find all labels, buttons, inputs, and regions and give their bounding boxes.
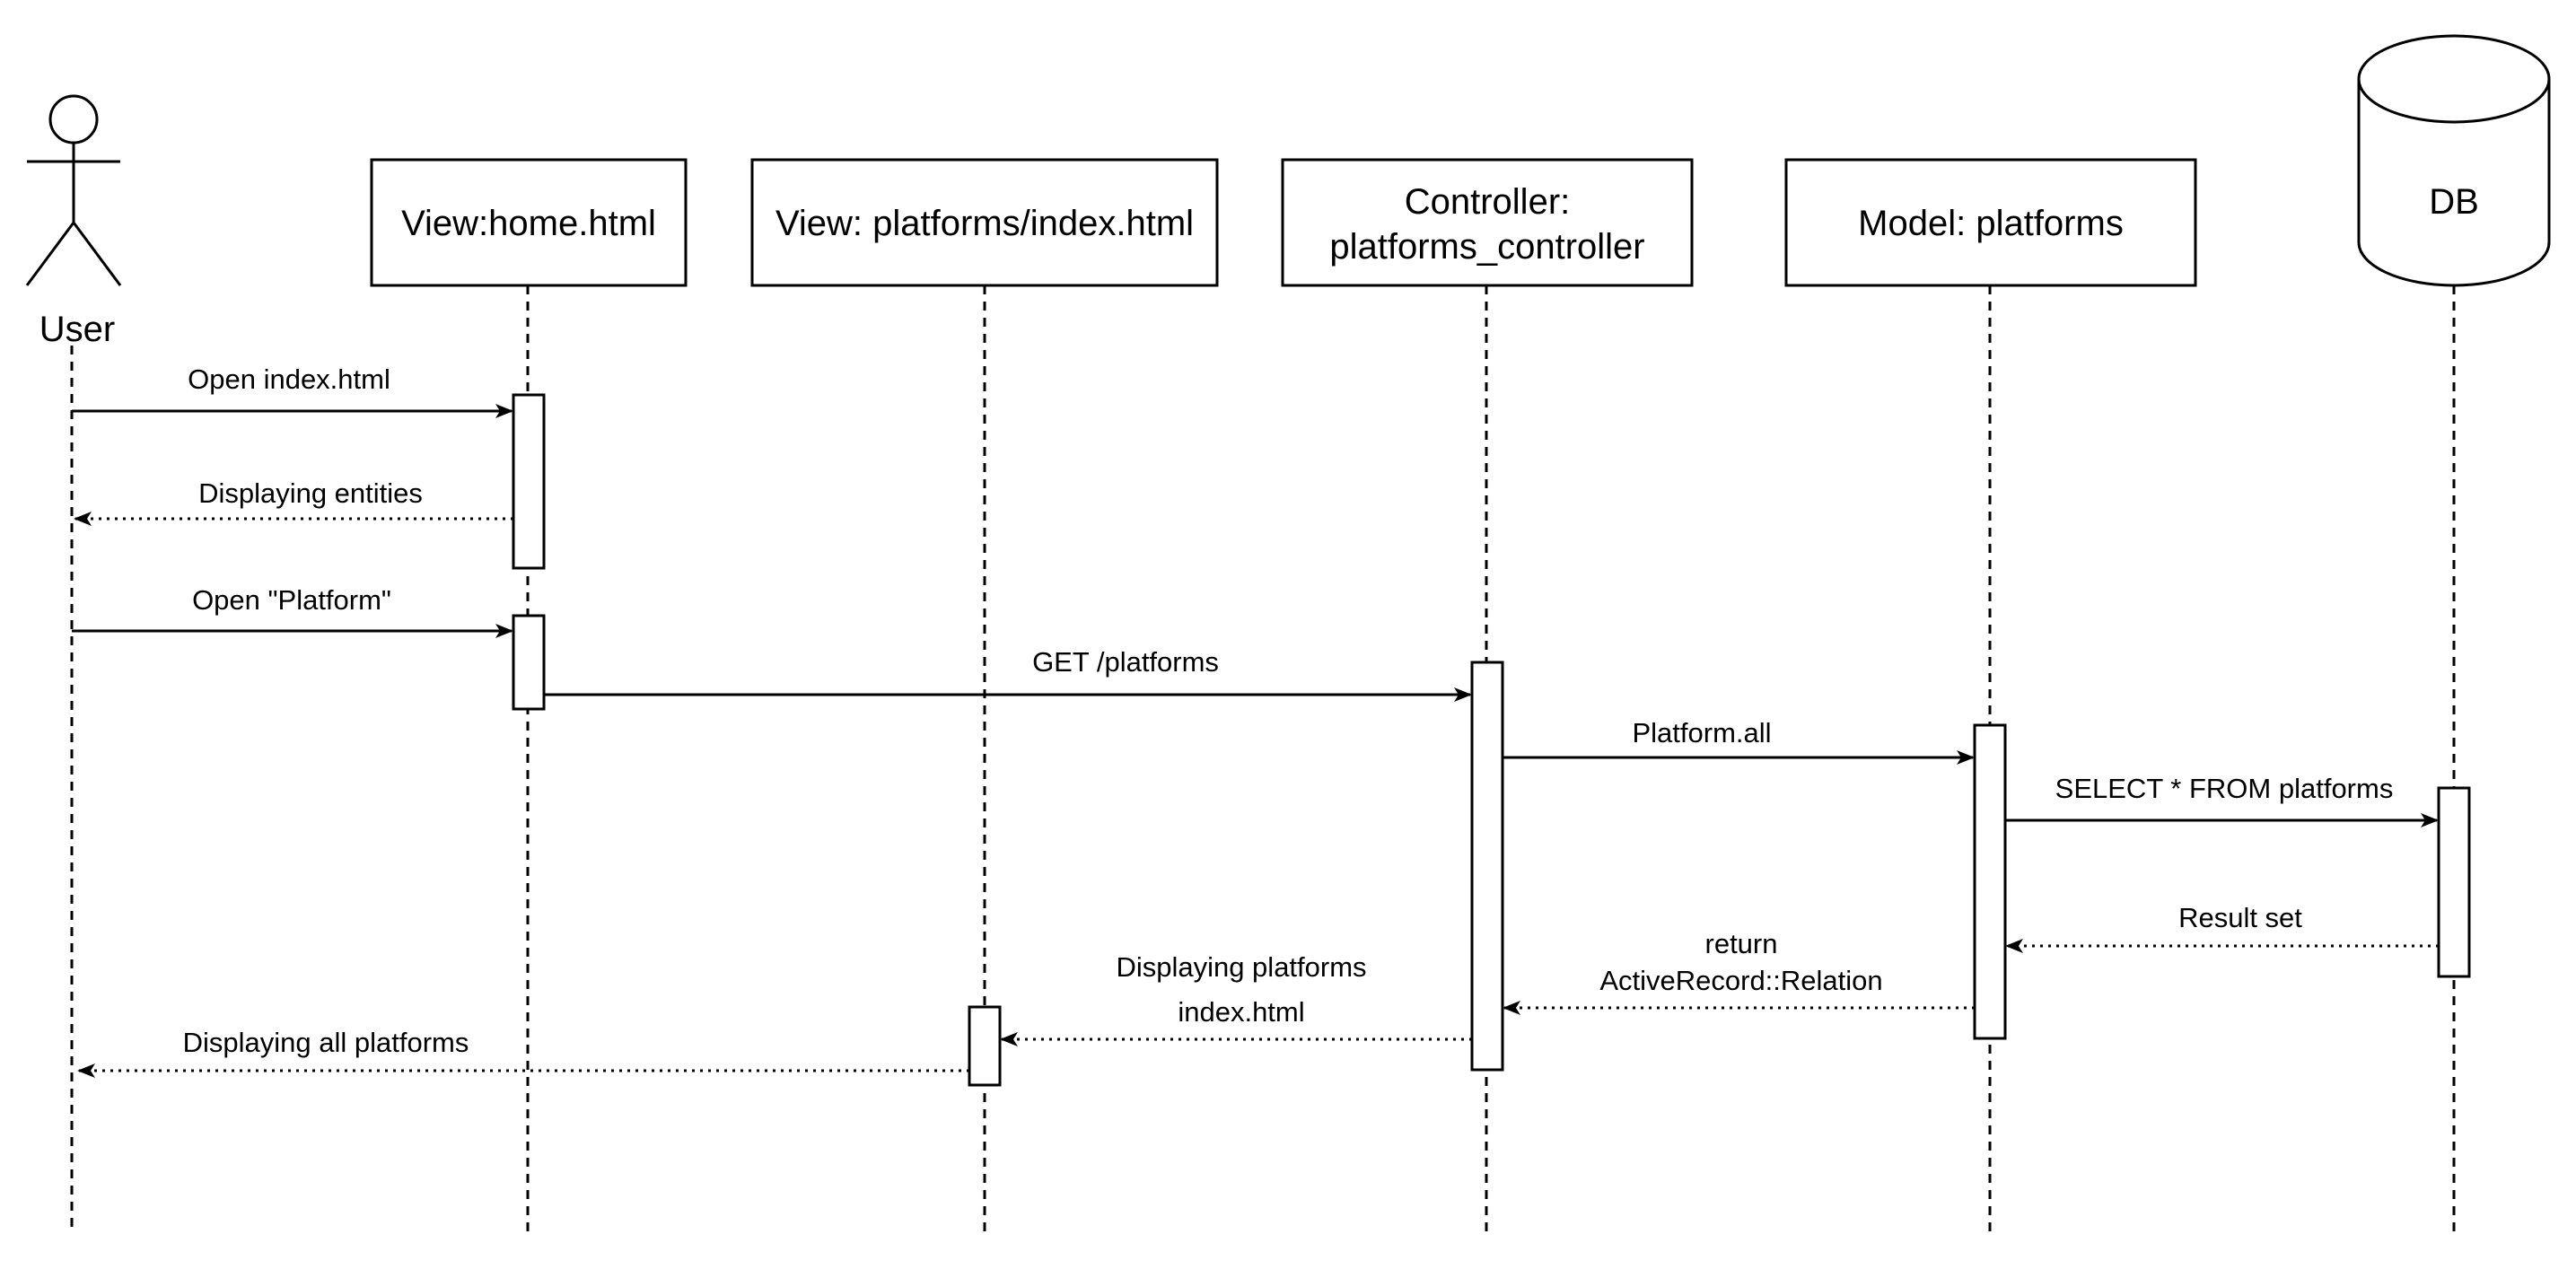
message-select-query: SELECT * FROM platforms xyxy=(2005,773,2439,827)
message-displaying-platforms: Displaying platforms index.html xyxy=(1000,951,1472,1046)
participant-model-label: Model: platforms xyxy=(1858,204,2124,243)
messages: Open index.html Displaying entities Open… xyxy=(72,363,2439,1078)
participant-user-label: User xyxy=(39,310,115,349)
message-return-relation-label-line2: ActiveRecord::Relation xyxy=(1599,965,1882,996)
message-displaying-all-platforms-label: Displaying all platforms xyxy=(183,1027,469,1058)
participant-user: User xyxy=(25,94,122,349)
message-select-query-label: SELECT * FROM platforms xyxy=(2055,773,2394,804)
message-get-platforms-label: GET /platforms xyxy=(1032,646,1219,678)
participant-controller-label-line2: platforms_controller xyxy=(1329,227,1644,267)
participant-controller-label-line1: Controller: xyxy=(1405,182,1571,222)
lifelines xyxy=(70,285,2456,1231)
activation-platforms-index xyxy=(968,1005,1002,1087)
participant-model-box xyxy=(1784,158,2197,287)
message-open-platform: Open "Platform" xyxy=(72,584,513,638)
message-result-set-label: Result set xyxy=(2178,902,2302,933)
message-displaying-platforms-label-line1: Displaying platforms xyxy=(1116,951,1366,983)
activation-db xyxy=(2437,786,2471,978)
participant-controller: Controller: platforms_controller xyxy=(1281,158,1694,287)
message-platform-all: Platform.all xyxy=(1503,717,1975,765)
participant-platforms-index-box xyxy=(750,158,1219,287)
activation-home-2 xyxy=(512,614,546,711)
message-return-relation-label-line1: return xyxy=(1705,928,1778,959)
participant-platforms-index-label: View: platforms/index.html xyxy=(775,204,1194,243)
participant-platforms-index: View: platforms/index.html xyxy=(750,158,1219,287)
user-actor-icon xyxy=(25,94,122,286)
participant-db: DB xyxy=(2357,34,2551,287)
message-platform-all-label: Platform.all xyxy=(1632,717,1771,748)
participant-controller-box xyxy=(1281,158,1694,287)
message-open-platform-label: Open "Platform" xyxy=(192,584,391,616)
activation-home-1 xyxy=(512,393,546,570)
message-result-set: Result set xyxy=(2005,902,2439,953)
message-return-relation: return ActiveRecord::Relation xyxy=(1503,928,1975,1015)
message-displaying-entities: Displaying entities xyxy=(74,477,513,526)
participant-home: View:home.html xyxy=(370,158,688,287)
participant-home-box xyxy=(370,158,688,287)
message-get-platforms: GET /platforms xyxy=(544,646,1472,702)
database-cylinder-icon xyxy=(2357,34,2551,287)
participant-db-label: DB xyxy=(2429,182,2479,222)
participant-home-label: View:home.html xyxy=(401,204,656,243)
message-displaying-entities-label: Displaying entities xyxy=(198,477,423,509)
activation-controller xyxy=(1470,661,1504,1072)
message-displaying-platforms-label-line2: index.html xyxy=(1178,996,1304,1028)
message-open-index-label: Open index.html xyxy=(188,363,390,395)
message-displaying-all-platforms: Displaying all platforms xyxy=(77,1027,969,1078)
activation-model xyxy=(1973,723,2007,1040)
activation-bars xyxy=(512,393,2471,1087)
message-open-index: Open index.html xyxy=(72,363,513,418)
participant-model: Model: platforms xyxy=(1784,158,2197,287)
